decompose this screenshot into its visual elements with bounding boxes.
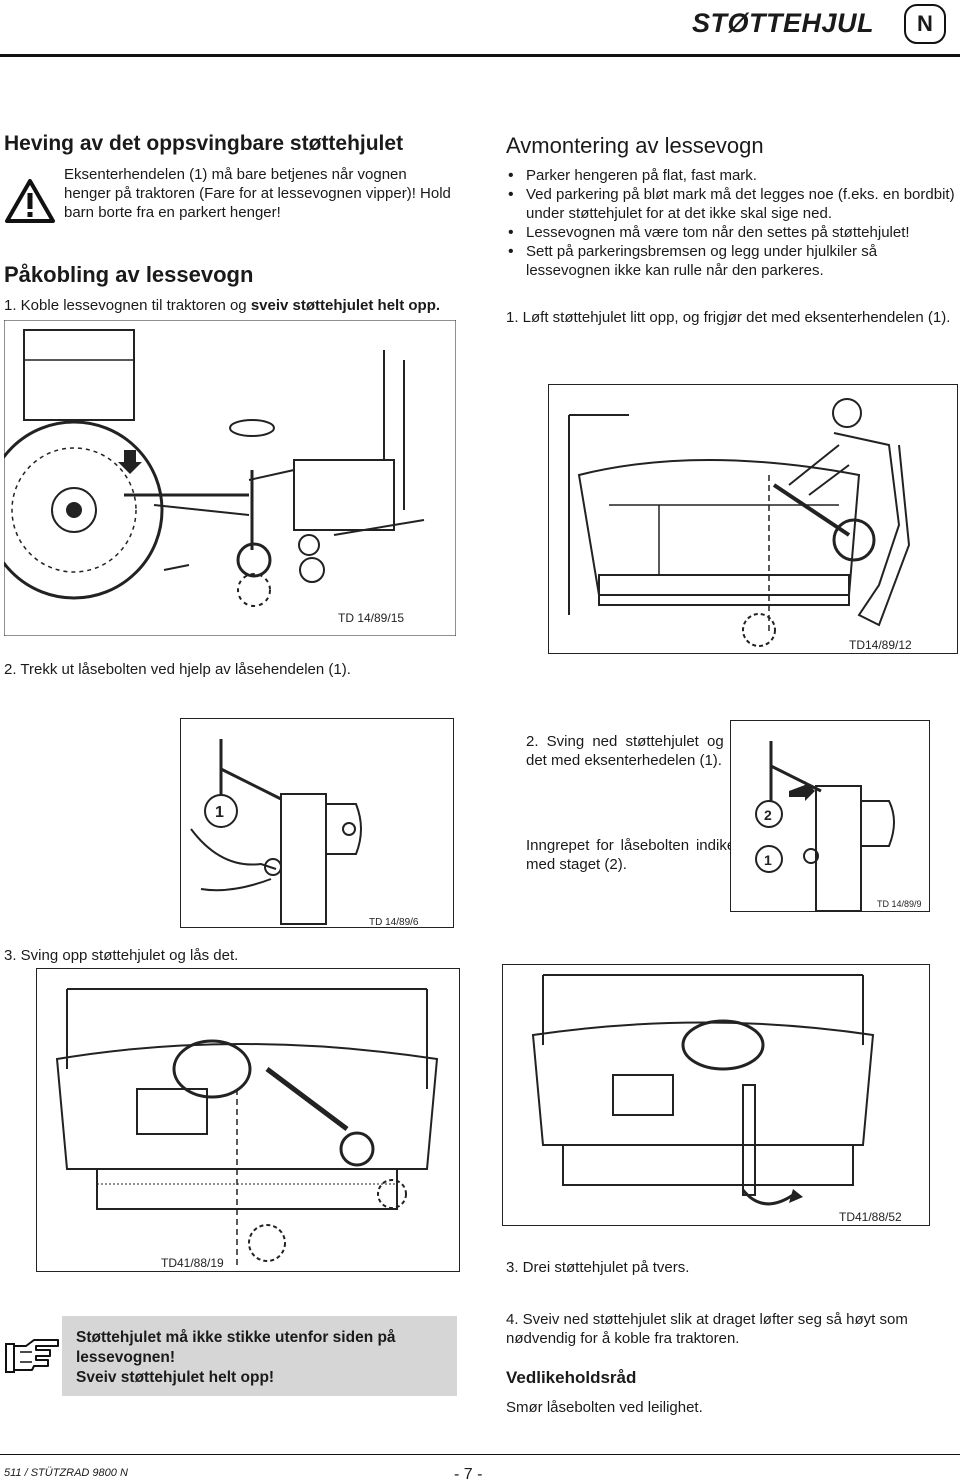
page-title: STØTTEHJUL [691, 8, 874, 38]
heading-avmontering: Avmontering av lessevogn [506, 133, 764, 158]
step-4-right: 4. Sveiv ned støttehjulet slik at draget… [506, 1311, 908, 1347]
step-1-left-bold: sveiv støttehjulet helt opp. [250, 297, 441, 314]
bullet-item: Lessevognen må være tom når den settes p… [506, 223, 956, 242]
note-line-2: Sveiv støttehjulet helt opp! [76, 1369, 275, 1386]
maintenance-heading: Vedlikeholdsråd [506, 1368, 637, 1387]
footer-rule [0, 1454, 960, 1455]
step-1-right: 1. Løft støttehjulet litt opp, og frigjø… [506, 309, 951, 326]
warning-triangle-icon [4, 178, 56, 229]
step-1-left-text: 1. Koble lessevognen til traktoren og [4, 297, 251, 314]
figure-lock-bolt: 2 1 TD 14/89/9 [730, 720, 930, 912]
note-box: Støttehjulet må ikke stikke utenfor side… [62, 1316, 457, 1396]
figure-code: TD 14/89/9 [877, 899, 922, 909]
heading-heving: Heving av det oppsvingbare støttehjulet [4, 132, 404, 155]
figure-code: TD41/88/52 [839, 1210, 902, 1224]
maintenance-text: Smør låsebolten ved leilighet. [506, 1399, 703, 1416]
step-3-right: 3. Drei støttehjulet på tvers. [506, 1259, 690, 1276]
warning-text: Eksenterhendelen (1) må bare betjenes nå… [64, 166, 451, 221]
figure-code: TD14/89/12 [849, 638, 912, 652]
page-number: - 7 - [454, 1466, 483, 1483]
step-2-right: 2. Sving ned støttehjulet og fest det me… [526, 733, 756, 769]
figure-code: TD41/88/19 [161, 1256, 224, 1270]
label-2: 2 [764, 807, 772, 823]
label-1: 1 [764, 852, 772, 868]
figure-wheel-crosswise: TD41/88/52 [502, 964, 930, 1226]
label-1: 1 [215, 804, 224, 821]
bullet-list: Parker hengeren på flat, fast mark. Ved … [506, 166, 956, 280]
note-line-1: Støttehjulet må ikke stikke utenfor side… [76, 1329, 396, 1366]
bullet-item: Ved parkering på bløt mark må det legges… [506, 185, 956, 223]
step-2-left: 2. Trekk ut låsebolten ved hjelp av låse… [4, 661, 351, 678]
bullet-item: Sett på parkeringsbremsen og legg under … [506, 242, 956, 280]
figure-swing-up: TD41/88/19 [36, 968, 460, 1272]
figure-man-wheel: TD14/89/12 [548, 384, 958, 654]
header-rule [0, 54, 960, 57]
pointing-hand-icon [4, 1334, 60, 1383]
language-badge: N [904, 4, 946, 44]
figure-code: TD 14/89/15 [338, 611, 404, 625]
footer-doc-code: 511 / STÜTZRAD 9800 N [4, 1467, 128, 1479]
figure-pull-bolt: 1 TD 14/89/6 [180, 718, 454, 928]
note-inngrep: Inngrepet for låsebolten indikeres med s… [526, 837, 756, 873]
figure-code: TD 14/89/6 [369, 917, 419, 927]
step-3-left: 3. Sving opp støttehjulet og lås det. [4, 947, 239, 964]
heading-pakobling: Påkobling av lessevogn [4, 262, 254, 287]
bullet-item: Parker hengeren på flat, fast mark. [506, 166, 956, 185]
step-1-left: 1. Koble lessevognen til traktoren og sv… [4, 296, 454, 315]
figure-tractor-coupling: TD 14/89/15 [0, 319, 457, 637]
